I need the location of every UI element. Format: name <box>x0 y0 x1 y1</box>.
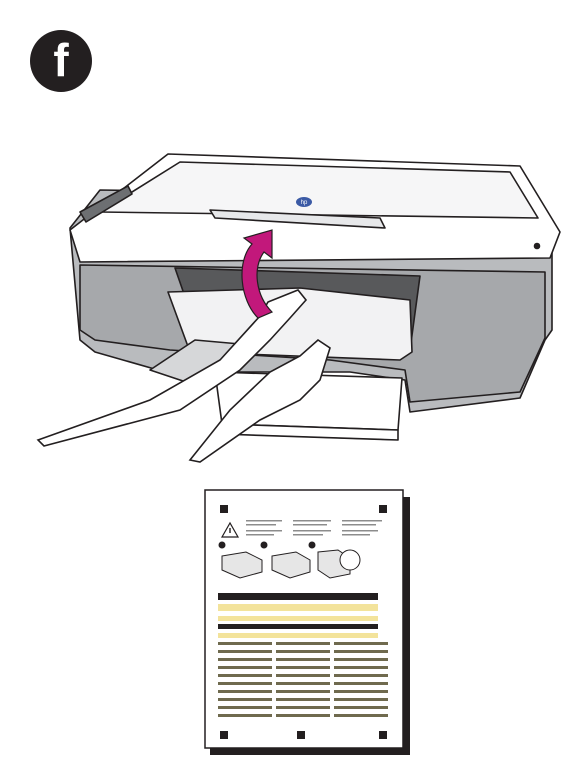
mini-printer-sketches <box>221 549 361 579</box>
yellow-pattern <box>218 604 378 611</box>
warning-triangle-icon <box>220 521 240 538</box>
hp-logo-icon: hp <box>296 197 312 207</box>
registration-mark <box>220 505 228 513</box>
power-button <box>533 242 541 250</box>
step-markers <box>218 541 316 549</box>
registration-mark <box>379 731 387 739</box>
alignment-page <box>204 489 410 755</box>
right-hand <box>188 338 331 463</box>
curved-up-arrow-icon <box>241 229 274 319</box>
black-pattern <box>218 593 378 600</box>
hand-illustration <box>36 289 331 463</box>
registration-mark <box>297 731 305 739</box>
lid-top-face <box>99 161 539 219</box>
left-hand <box>36 289 308 447</box>
lid-handle <box>209 209 386 229</box>
instruction-text <box>246 520 382 536</box>
color-pattern-rows <box>218 616 378 638</box>
step-badge: f <box>30 30 92 92</box>
striped-blocks <box>218 642 388 717</box>
control-panel <box>79 185 133 223</box>
svg-text:hp: hp <box>301 200 308 206</box>
registration-mark <box>379 505 387 513</box>
printer <box>69 153 561 441</box>
step-letter: f <box>53 34 69 86</box>
registration-mark <box>220 731 228 739</box>
